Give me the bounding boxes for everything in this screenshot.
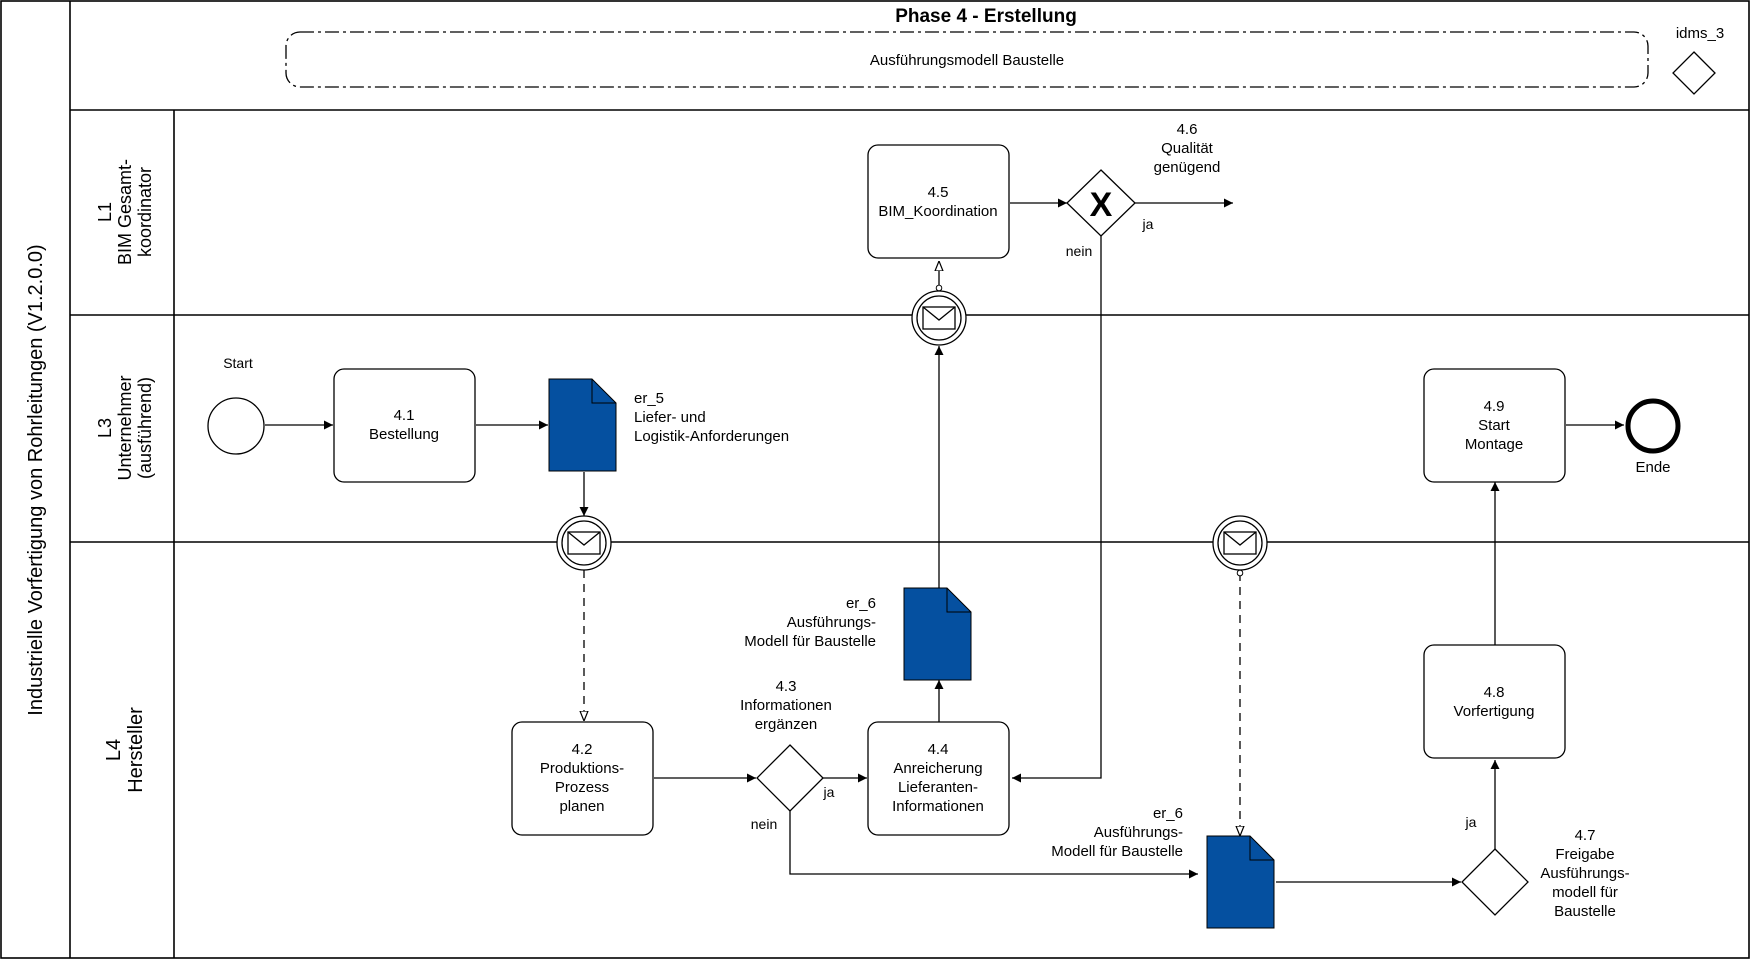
task-4-2[interactable]: 4.2 Produktions- Prozess planen <box>511 721 654 836</box>
task-4-8[interactable]: 4.8 Vorfertigung <box>1423 644 1566 759</box>
gateway-4-7-label1: Freigabe <box>1555 846 1614 863</box>
phase-title: Phase 4 - Erstellung <box>895 6 1077 27</box>
gateway-4-7-label3: modell für <box>1552 884 1618 901</box>
start-event[interactable] <box>207 397 265 455</box>
svg-text:4.8: 4.8 <box>1484 684 1505 701</box>
svg-text:Vorfertigung: Vorfertigung <box>1454 703 1535 720</box>
svg-text:L1: L1 <box>95 202 115 222</box>
pool-title: Industrielle Vorfertigung von Rohrleitun… <box>25 244 47 715</box>
document-er6b[interactable] <box>1206 835 1275 929</box>
gateway-4-3-label2: ergänzen <box>755 716 818 733</box>
svg-text:L4: L4 <box>103 739 125 761</box>
svg-text:Anreicherung: Anreicherung <box>893 760 982 777</box>
svg-text:Start: Start <box>1478 417 1511 434</box>
phase-group-label: Ausführungsmodell Baustelle <box>870 52 1064 69</box>
svg-text:L3: L3 <box>95 418 115 438</box>
svg-text:Bestellung: Bestellung <box>369 426 439 443</box>
gateway-4-7-num: 4.7 <box>1575 827 1596 844</box>
svg-text:Lieferanten-: Lieferanten- <box>898 779 978 796</box>
svg-text:4.1: 4.1 <box>394 407 415 424</box>
lane-label-l3: L3 Unternehmer (ausführend) <box>95 375 155 480</box>
svg-text:Montage: Montage <box>1465 436 1523 453</box>
gateway-4-7-yes: ja <box>1465 814 1477 830</box>
svg-text:koordinator: koordinator <box>135 167 155 257</box>
svg-text:Hersteller: Hersteller <box>125 707 147 793</box>
start-event-label: Start <box>223 355 253 371</box>
gateway-4-6-label1: Qualität <box>1161 140 1214 157</box>
document-er6b-label2: Modell für Baustelle <box>1051 843 1183 860</box>
envelope-icon <box>567 531 601 555</box>
gateway-4-3[interactable] <box>756 744 824 812</box>
document-er5-label1: Liefer- und <box>634 409 706 426</box>
end-event-label: Ende <box>1635 459 1670 476</box>
svg-text:4.4: 4.4 <box>928 741 949 758</box>
phase-gateway-icon <box>1672 51 1716 95</box>
message-event-2[interactable] <box>911 290 967 346</box>
document-er6a-label2: Modell für Baustelle <box>744 633 876 650</box>
envelope-icon <box>1223 531 1257 555</box>
gateway-4-3-no: nein <box>751 816 777 832</box>
gateway-4-3-label1: Informationen <box>740 697 832 714</box>
gateway-4-6-no: nein <box>1066 243 1092 259</box>
svg-text:Unternehmer: Unternehmer <box>115 375 135 480</box>
exclusive-x-icon: X <box>1090 186 1113 224</box>
svg-text:Informationen: Informationen <box>892 798 984 815</box>
task-4-5[interactable]: 4.5 BIM_Koordination <box>867 144 1010 259</box>
document-er5-label2: Logistik-Anforderungen <box>634 428 789 445</box>
svg-text:(ausführend): (ausführend) <box>135 377 155 479</box>
envelope-icon <box>922 306 956 330</box>
gateway-4-7[interactable] <box>1461 848 1529 916</box>
svg-text:4.5: 4.5 <box>928 184 949 201</box>
task-4-9[interactable]: 4.9 Start Montage <box>1423 368 1566 483</box>
task-4-1[interactable]: 4.1 Bestellung <box>333 368 476 483</box>
end-event[interactable] <box>1625 398 1681 454</box>
document-er5-id: er_5 <box>634 390 664 407</box>
flow-4-3-no-to-er6b <box>789 811 1198 879</box>
phase-side-label: idms_3 <box>1676 25 1724 42</box>
gateway-4-6-label2: genügend <box>1154 159 1221 176</box>
gateway-4-7-label4: Baustelle <box>1554 903 1616 920</box>
gateway-4-7-label2: Ausführungs- <box>1540 865 1629 882</box>
svg-text:BIM_Koordination: BIM_Koordination <box>878 203 997 220</box>
message-event-1[interactable] <box>556 515 612 571</box>
svg-text:Produktions-: Produktions- <box>540 760 624 777</box>
svg-text:BIM Gesamt-: BIM Gesamt- <box>115 159 135 265</box>
gateway-4-3-yes: ja <box>823 784 835 800</box>
phase-group <box>285 31 1649 88</box>
flow-4-6-no-to-4-4 <box>1012 236 1102 783</box>
lane-label-l4: L4 Hersteller <box>103 707 147 793</box>
svg-text:planen: planen <box>559 798 604 815</box>
message-event-3[interactable] <box>1212 515 1268 571</box>
lane-label-l1: L1 BIM Gesamt- koordinator <box>95 159 155 265</box>
document-er6b-id: er_6 <box>1153 805 1183 822</box>
document-er6a-label1: Ausführungs- <box>787 614 876 631</box>
svg-text:4.2: 4.2 <box>572 741 593 758</box>
gateway-4-6[interactable]: X <box>1066 169 1136 237</box>
gateway-4-6-num: 4.6 <box>1177 121 1198 138</box>
document-er6b-label1: Ausführungs- <box>1094 824 1183 841</box>
svg-text:Prozess: Prozess <box>555 779 609 796</box>
svg-text:4.9: 4.9 <box>1484 398 1505 415</box>
document-er6a-id: er_6 <box>846 595 876 612</box>
gateway-4-3-num: 4.3 <box>776 678 797 695</box>
gateway-4-6-yes: ja <box>1142 216 1154 232</box>
document-er5[interactable] <box>548 378 617 472</box>
task-4-4[interactable]: 4.4 Anreicherung Lieferanten- Informatio… <box>867 721 1010 836</box>
document-er6a[interactable] <box>903 587 972 681</box>
